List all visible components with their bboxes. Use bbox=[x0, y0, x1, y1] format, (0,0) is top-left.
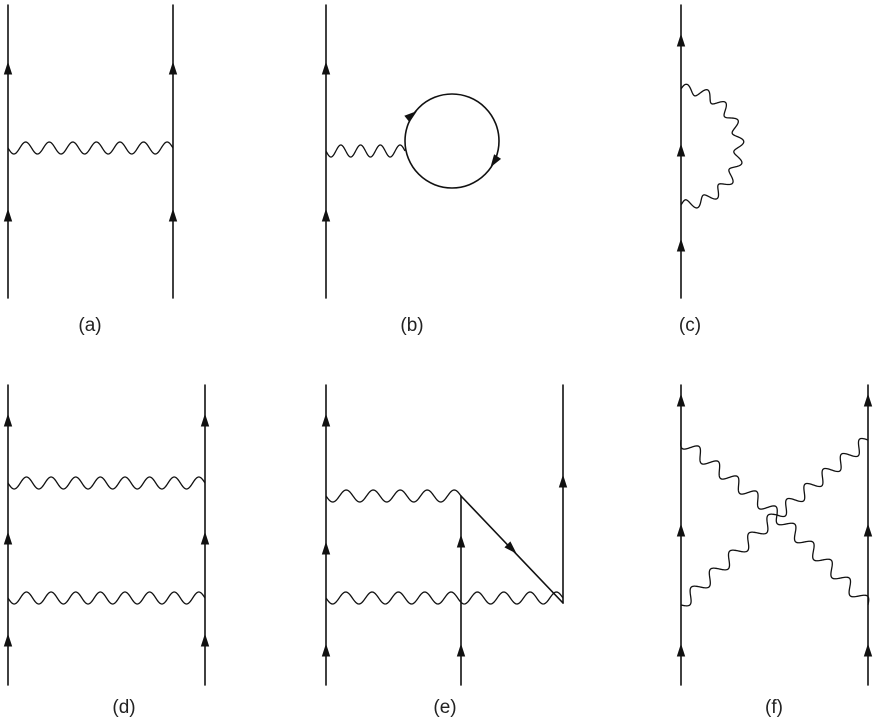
arrow-up bbox=[558, 474, 568, 488]
panel-c: (c) bbox=[676, 4, 745, 336]
loop-arrow bbox=[404, 110, 418, 123]
arrow-up bbox=[3, 633, 13, 647]
interaction-line-upper bbox=[325, 489, 462, 503]
arrow-up bbox=[863, 523, 873, 537]
arrow-up bbox=[3, 61, 13, 75]
crossed-photon-1 bbox=[680, 439, 778, 516]
arrow-up bbox=[676, 523, 686, 537]
arrow-up bbox=[676, 143, 686, 157]
arrow-up bbox=[676, 643, 686, 657]
fermion-loop bbox=[404, 93, 500, 189]
panel-label: (e) bbox=[433, 697, 456, 718]
arrow-up bbox=[3, 208, 13, 222]
arrow-up bbox=[321, 643, 331, 657]
arrow-up bbox=[3, 413, 13, 427]
panel-b: (b) bbox=[321, 4, 502, 336]
loop-arrow bbox=[490, 154, 502, 168]
panel-label: (f) bbox=[765, 697, 783, 718]
arrow-up bbox=[456, 643, 466, 657]
interaction-line-lower bbox=[7, 591, 206, 605]
arrow-diagonal bbox=[504, 541, 517, 554]
arrow-up bbox=[863, 643, 873, 657]
panel-label: (d) bbox=[112, 697, 135, 718]
interaction-line-upper bbox=[7, 476, 206, 490]
panel-label: (b) bbox=[400, 315, 423, 336]
arrow-up bbox=[200, 633, 210, 647]
arrow-up bbox=[321, 208, 331, 222]
arrow-up bbox=[321, 413, 331, 427]
panel-label: (a) bbox=[78, 315, 101, 336]
panel-label: (c) bbox=[679, 315, 701, 336]
panel-e: (e) bbox=[321, 384, 568, 718]
arrow-up bbox=[200, 531, 210, 545]
interaction-line bbox=[7, 141, 174, 155]
arrow-up bbox=[676, 238, 686, 252]
crossed-photon-2 bbox=[680, 513, 778, 607]
panel-f: (f) bbox=[676, 384, 873, 718]
arrow-up bbox=[456, 534, 466, 548]
interaction-line bbox=[325, 144, 406, 158]
arrow-up bbox=[200, 413, 210, 427]
arrow-up bbox=[321, 541, 331, 555]
crossed-photon-4 bbox=[775, 514, 870, 606]
self-energy-photon bbox=[680, 83, 745, 209]
arrow-up bbox=[863, 393, 873, 407]
arrow-up bbox=[168, 208, 178, 222]
arrow-up bbox=[168, 61, 178, 75]
arrow-up bbox=[321, 61, 331, 75]
interaction-line-lower bbox=[325, 591, 564, 605]
crossed-photon-3 bbox=[776, 437, 869, 518]
arrow-up bbox=[676, 393, 686, 407]
arrow-up bbox=[3, 531, 13, 545]
panel-d: (d) bbox=[3, 384, 210, 718]
arrow-up bbox=[676, 33, 686, 47]
panel-a: (a) bbox=[3, 4, 178, 336]
